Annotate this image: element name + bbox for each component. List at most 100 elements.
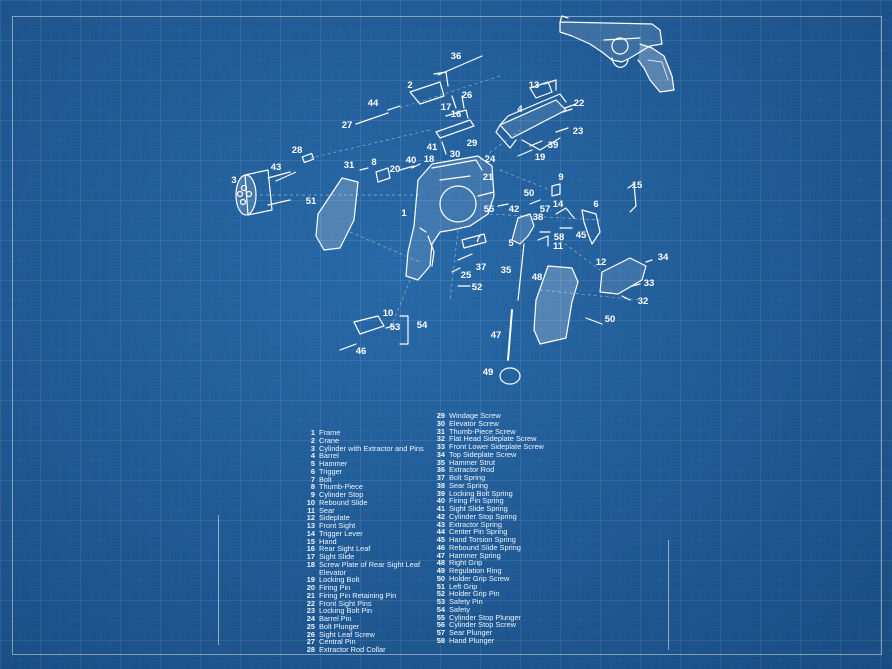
- legend-number: 10: [306, 497, 315, 507]
- rear-sight-assembly: [435, 95, 475, 155]
- legend-row: 47 Hammer Spring: [432, 550, 544, 560]
- legend-part-name: Windage Screw: [449, 411, 501, 420]
- legend-part-name: Bolt: [319, 474, 332, 484]
- callout-11: 11: [553, 241, 564, 252]
- hammer-strut-part: [517, 243, 525, 301]
- rebound-slide-spring-part: [339, 343, 357, 351]
- legend-part-name: Hand: [319, 536, 337, 546]
- callout-25: 25: [461, 270, 472, 281]
- legend-part-name: Rebound Slide Spring: [449, 542, 521, 552]
- legend-number: 2: [310, 435, 315, 445]
- callout-24: 24: [485, 154, 496, 165]
- rebound-slide-part: [353, 315, 385, 335]
- legend-part-name: Thumb-Piece: [319, 482, 363, 492]
- legend-number: 20: [306, 583, 315, 592]
- legend-number: 47: [436, 550, 445, 560]
- legend-part-name: Elevator Screw: [449, 418, 499, 428]
- legend-number: 37: [436, 473, 445, 482]
- legend-number: 32: [436, 434, 445, 444]
- callout-13: 13: [529, 80, 540, 91]
- callout-10: 10: [383, 308, 394, 319]
- sear-part: [537, 235, 549, 247]
- callout-40: 40: [406, 155, 417, 166]
- assembly-guide-line: [489, 213, 601, 221]
- hammer-part: [511, 213, 535, 245]
- legend-part-name: Cylinder Stop: [319, 490, 364, 499]
- callout-2: 2: [407, 80, 412, 91]
- legend-part-name: Extractor Rod Collar: [319, 645, 386, 654]
- callout-37: 37: [476, 262, 487, 273]
- assembly-guide-line: [389, 279, 411, 331]
- legend-part-name: Firing Pin: [319, 583, 351, 592]
- legend-number: 55: [436, 612, 445, 622]
- callout-27: 27: [342, 120, 353, 131]
- legend-part-name: Cylinder Stop Screw: [449, 620, 516, 630]
- legend-number: 54: [436, 604, 445, 614]
- legend-number: 57: [436, 628, 445, 637]
- legend-part-name: Extractor Rod: [449, 465, 495, 475]
- legend-row: 28 Extractor Rod Collar: [302, 646, 424, 654]
- callout-29: 29: [467, 138, 478, 149]
- legend-part-name: Hammer Spring: [449, 550, 501, 560]
- assembly-guide-line: [449, 229, 459, 301]
- callout-17: 17: [441, 102, 452, 113]
- legend-number: 11: [307, 505, 315, 515]
- legend-number: 40: [436, 496, 445, 506]
- callout-15: 15: [632, 180, 643, 191]
- callout-5: 5: [508, 238, 514, 249]
- central-pin-part: [355, 112, 389, 125]
- legend-number: 26: [306, 629, 315, 639]
- legend-number: 4: [310, 451, 315, 461]
- legend-number: 46: [436, 542, 445, 552]
- callout-28: 28: [292, 145, 303, 156]
- legend-number: 28: [306, 645, 315, 654]
- legend-part-name: Trigger Lever: [319, 528, 363, 538]
- legend-part-name: Center Pin Spring: [449, 527, 508, 537]
- legend-number: 27: [306, 637, 315, 647]
- thumb-piece-screw-part: [359, 167, 369, 171]
- legend-number: 58: [436, 635, 445, 645]
- legend-part-name: Locking Bolt Pin: [319, 606, 372, 616]
- front-sight-pins-part: [562, 103, 577, 113]
- legend-number: 44: [436, 527, 445, 537]
- sideplate-screws-part: [621, 259, 653, 301]
- legend-number: 41: [436, 504, 445, 513]
- legend-number: 45: [436, 535, 445, 544]
- legend-number: 24: [306, 614, 315, 623]
- legend-part-name: Sideplate: [319, 513, 350, 523]
- legend-row: Elevator: [302, 568, 424, 577]
- callout-47: 47: [491, 330, 502, 341]
- legend-number: 51: [436, 581, 445, 591]
- legend-part-name: Screw Plate of Rear Sight Leaf: [319, 559, 421, 569]
- legend-part-name: Locking Bolt Spring: [449, 488, 513, 498]
- legend-part-name: Cylinder Stop Spring: [449, 511, 517, 521]
- callout-45: 45: [576, 230, 587, 241]
- legend-part-name: Sight Slide: [319, 552, 355, 561]
- safety-pin-part: [385, 325, 395, 329]
- callout-20: 20: [390, 164, 401, 175]
- legend-number: 53: [436, 597, 445, 606]
- legend-part-name: Rebound Slide: [319, 497, 368, 507]
